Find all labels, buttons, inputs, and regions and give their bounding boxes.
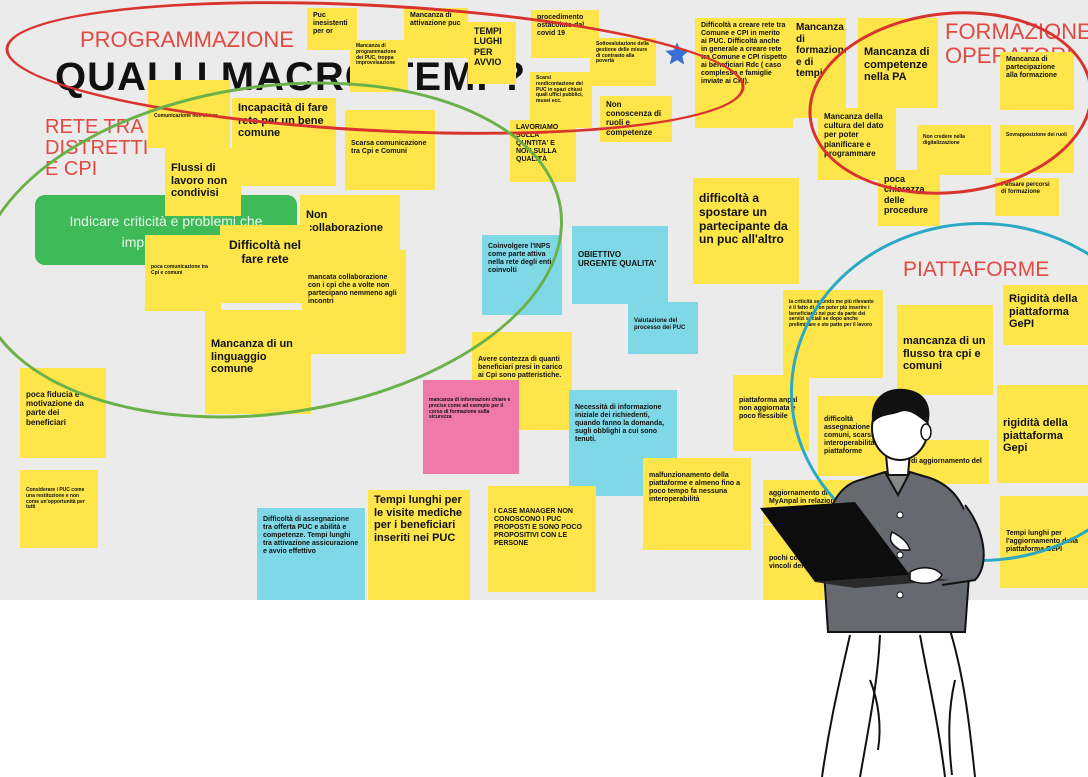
sticky-note[interactable]: difficoltà a spostare un partecipante da… bbox=[693, 178, 799, 284]
sticky-note[interactable]: TEMPI LUGHI PER AVVIO bbox=[468, 22, 516, 84]
sticky-note[interactable]: Puc inesistenti per or bbox=[307, 8, 357, 50]
sticky-note[interactable]: Flussi di lavoro non condivisi bbox=[165, 148, 241, 216]
sticky-note[interactable]: Non conoscenza di ruoli e competenze bbox=[600, 96, 672, 142]
sticky-note[interactable]: Comunicazione non chiara bbox=[148, 80, 230, 148]
sticky-note[interactable]: Difficoltà di assegnazione tra offerta P… bbox=[257, 508, 365, 600]
sticky-note[interactable]: poca fiducia e motivazione da parte dei … bbox=[20, 368, 106, 458]
man-with-laptop-illustration bbox=[760, 388, 985, 777]
sticky-note[interactable]: piattaforma anpal non aggiornata e poco … bbox=[733, 375, 809, 451]
sticky-note[interactable]: la criticità secondo me più rilevante è … bbox=[783, 290, 883, 378]
sticky-note[interactable]: Mancanza di un linguaggio comune bbox=[205, 310, 311, 414]
heading-piattaforme: PIATTAFORME bbox=[903, 258, 1050, 281]
sticky-note[interactable]: procedimento ostacolato dal covid 19 bbox=[531, 10, 599, 58]
sticky-note[interactable]: Difficoltà nel fare rete bbox=[220, 225, 310, 303]
sticky-note[interactable]: OBIETTIVO URGENTE QUALITA' bbox=[572, 226, 668, 304]
sticky-note[interactable]: mancata collaborazione con i cpi che a v… bbox=[302, 250, 406, 354]
sticky-note[interactable]: Pensare percorsi di formazione bbox=[995, 178, 1059, 216]
sticky-note[interactable]: mancanza di informazioni chiare e precis… bbox=[423, 380, 519, 474]
sticky-note[interactable]: Mancanza di attivazione puc bbox=[404, 8, 468, 58]
sticky-note[interactable]: poca chiarezza delle procedure bbox=[878, 170, 940, 226]
sticky-note[interactable]: I CASE MANAGER NON CONOSCONO I PUC PROPO… bbox=[488, 486, 596, 592]
sticky-note[interactable]: Mancanza di partecipazione alla formazio… bbox=[1000, 52, 1074, 110]
sticky-note[interactable]: Sottovalutazione della gestione delle mi… bbox=[590, 38, 656, 86]
sticky-note[interactable]: Tempi lunghi per le visite mediche per i… bbox=[368, 490, 470, 600]
sticky-note[interactable]: Non collaborazione bbox=[300, 195, 400, 251]
sticky-note[interactable]: Scarsi rendicontazione dei PUC in spazi … bbox=[530, 72, 592, 128]
sticky-note[interactable]: Mancanza della cultura del dato per pote… bbox=[818, 108, 896, 180]
board-title: QUALI I MACRO TEMI ? bbox=[55, 55, 527, 99]
star-icon bbox=[665, 42, 689, 65]
sticky-note[interactable]: Considerare i PUC come una restituzione … bbox=[20, 470, 98, 548]
sticky-note[interactable]: Rigidità della piattaforma GePI bbox=[1003, 285, 1088, 345]
sticky-note[interactable]: Non credere nella digitalizzazione bbox=[917, 125, 991, 175]
sticky-note[interactable]: Difficoltà a creare rete tra Comune e CP… bbox=[695, 18, 793, 128]
sticky-note[interactable]: rigidità della piattaforma Gepi bbox=[997, 385, 1088, 483]
sticky-note[interactable]: Sovrapposizione dei ruoli bbox=[1000, 125, 1074, 173]
sticky-note[interactable]: malfunzionamento della piattaforme e alm… bbox=[643, 458, 751, 550]
sticky-note[interactable]: Coinvolgere l'INPS come parte attiva nel… bbox=[482, 235, 562, 315]
sticky-note[interactable]: Mancanza di programmazione dei PUC, trop… bbox=[350, 40, 408, 92]
sticky-note[interactable]: poca comunicazione tra Cpi e comuni bbox=[145, 235, 221, 311]
sticky-note[interactable]: Scarsa comunicazione tra Cpi e Comuni bbox=[345, 110, 435, 190]
sticky-note[interactable]: Valutazione del processo dei PUC bbox=[628, 302, 698, 354]
sticky-note[interactable]: Incapacità di fare rete per un bene comu… bbox=[232, 98, 336, 186]
sticky-note[interactable]: Mancanza di competenze nella PA bbox=[858, 18, 938, 108]
heading-rete-distretti-cpi: RETE TRA DISTRETTI E CPI bbox=[45, 116, 149, 180]
sticky-note[interactable]: mancanza di un flusso tra cpi e comuni bbox=[897, 305, 993, 395]
sticky-note[interactable]: Mancanza di formazione e di tempi bbox=[790, 18, 846, 118]
sticky-note[interactable]: LAVORIAMO SULLA QUNTITA' E NON SULLA QUA… bbox=[510, 120, 576, 182]
heading-programmazione: PROGRAMMAZIONE bbox=[80, 27, 294, 52]
sticky-note[interactable]: Tempi lunghi per l'aggiornamento della p… bbox=[1000, 496, 1088, 588]
